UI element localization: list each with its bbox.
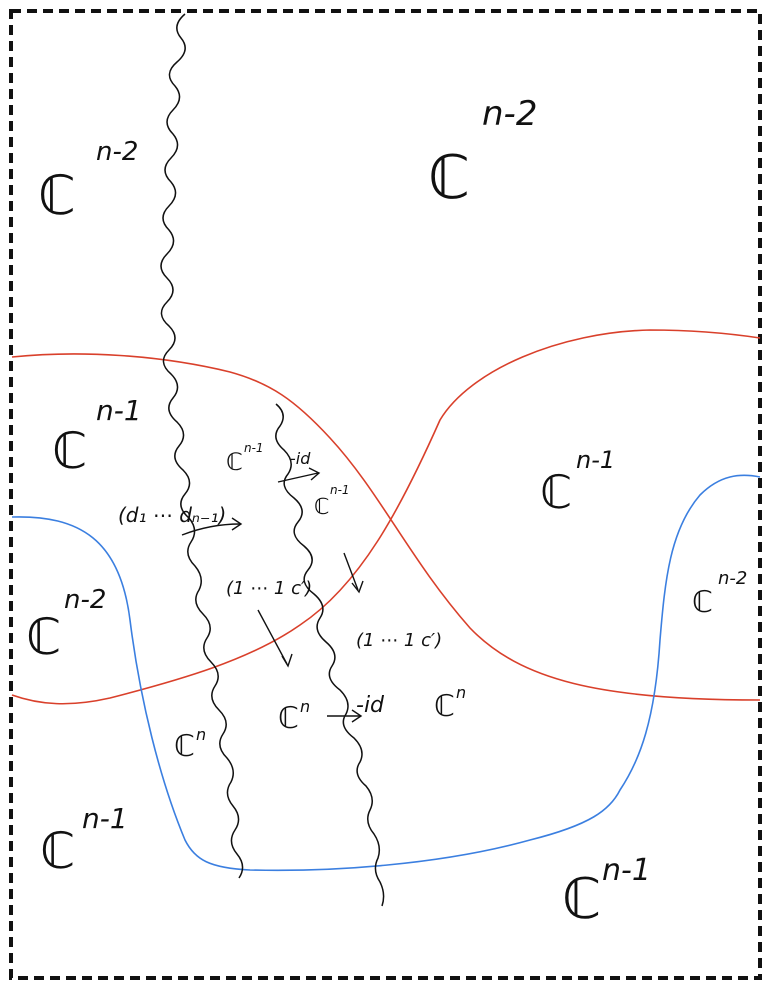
label-top-right-base: ℂ xyxy=(428,143,470,213)
label-left-lower: ℂ n-2 xyxy=(26,585,106,666)
red-curve-descending xyxy=(11,353,761,701)
id-label-top: -id xyxy=(290,449,311,468)
label-mid-right-base: ℂ xyxy=(540,465,572,519)
label-mid-right: ℂ n-1 xyxy=(540,446,615,519)
label-bottom-left-exp: n-1 xyxy=(82,802,128,835)
label-cn-left-base: ℂ xyxy=(174,729,195,764)
map-c-label-right: (1 ⋯ 1 c′) xyxy=(356,630,442,651)
wavy-cut-right xyxy=(275,403,385,907)
label-top-left: ℂ n-2 xyxy=(38,137,138,227)
label-strip-upper: ℂ n-1 xyxy=(226,441,264,476)
label-mid-left-exp: n-1 xyxy=(96,394,142,427)
red-curve-ascending xyxy=(11,329,761,705)
label-cn-right: ℂ n xyxy=(434,683,466,724)
label-mid-right-exp: n-1 xyxy=(576,446,615,474)
dashed-border xyxy=(9,9,762,980)
label-bottom-left: ℂ n-1 xyxy=(40,802,128,880)
label-mid-left: ℂ n-1 xyxy=(52,394,142,480)
arrow-id-top xyxy=(277,467,321,483)
label-strip-upper2: ℂ n-1 xyxy=(314,483,350,520)
label-strip-upper2-exp: n-1 xyxy=(330,483,350,497)
label-strip-upper-base: ℂ xyxy=(226,448,243,476)
map-d-label: (d₁ ⋯ dₙ₋₁) xyxy=(118,503,226,527)
arrow-c-left xyxy=(257,609,293,668)
label-bottom-left-base: ℂ xyxy=(40,822,75,880)
label-cn-right-base: ℂ xyxy=(434,689,455,724)
label-right-lower-base: ℂ xyxy=(692,585,713,620)
label-cn-left-exp: n xyxy=(196,725,206,744)
label-strip-upper-exp: n-1 xyxy=(244,441,264,455)
label-right-lower-exp: n-2 xyxy=(718,568,747,589)
label-bottom-right: ℂ n-1 xyxy=(562,853,651,932)
label-left-lower-exp: n-2 xyxy=(64,585,106,615)
label-cn-mid-exp: n xyxy=(300,697,310,716)
label-top-right-exp: n-2 xyxy=(482,94,537,134)
label-bottom-right-base: ℂ xyxy=(562,867,601,932)
arrow-id-bottom xyxy=(327,709,363,723)
id-label-bottom: -id xyxy=(356,693,385,718)
label-bottom-right-exp: n-1 xyxy=(602,853,651,888)
arrow-c-right xyxy=(343,552,364,594)
label-cn-right-exp: n xyxy=(456,683,466,702)
arrow-d-map xyxy=(181,517,243,536)
label-top-left-base: ℂ xyxy=(38,164,76,227)
label-cn-mid-base: ℂ xyxy=(278,701,299,736)
label-mid-left-base: ℂ xyxy=(52,422,87,480)
map-c-label-left: (1 ⋯ 1 c′) xyxy=(226,578,312,599)
label-top-left-exp: n-2 xyxy=(96,137,138,167)
label-top-right: ℂ n-2 xyxy=(428,94,537,213)
label-left-lower-base: ℂ xyxy=(26,608,61,666)
blue-curve xyxy=(11,474,761,872)
label-cn-left: ℂ n xyxy=(174,725,206,764)
label-strip-upper2-base: ℂ xyxy=(314,495,329,520)
wavy-cut-left xyxy=(160,13,244,879)
label-right-lower: ℂ n-2 xyxy=(692,568,747,620)
label-cn-mid: ℂ n xyxy=(278,697,310,736)
